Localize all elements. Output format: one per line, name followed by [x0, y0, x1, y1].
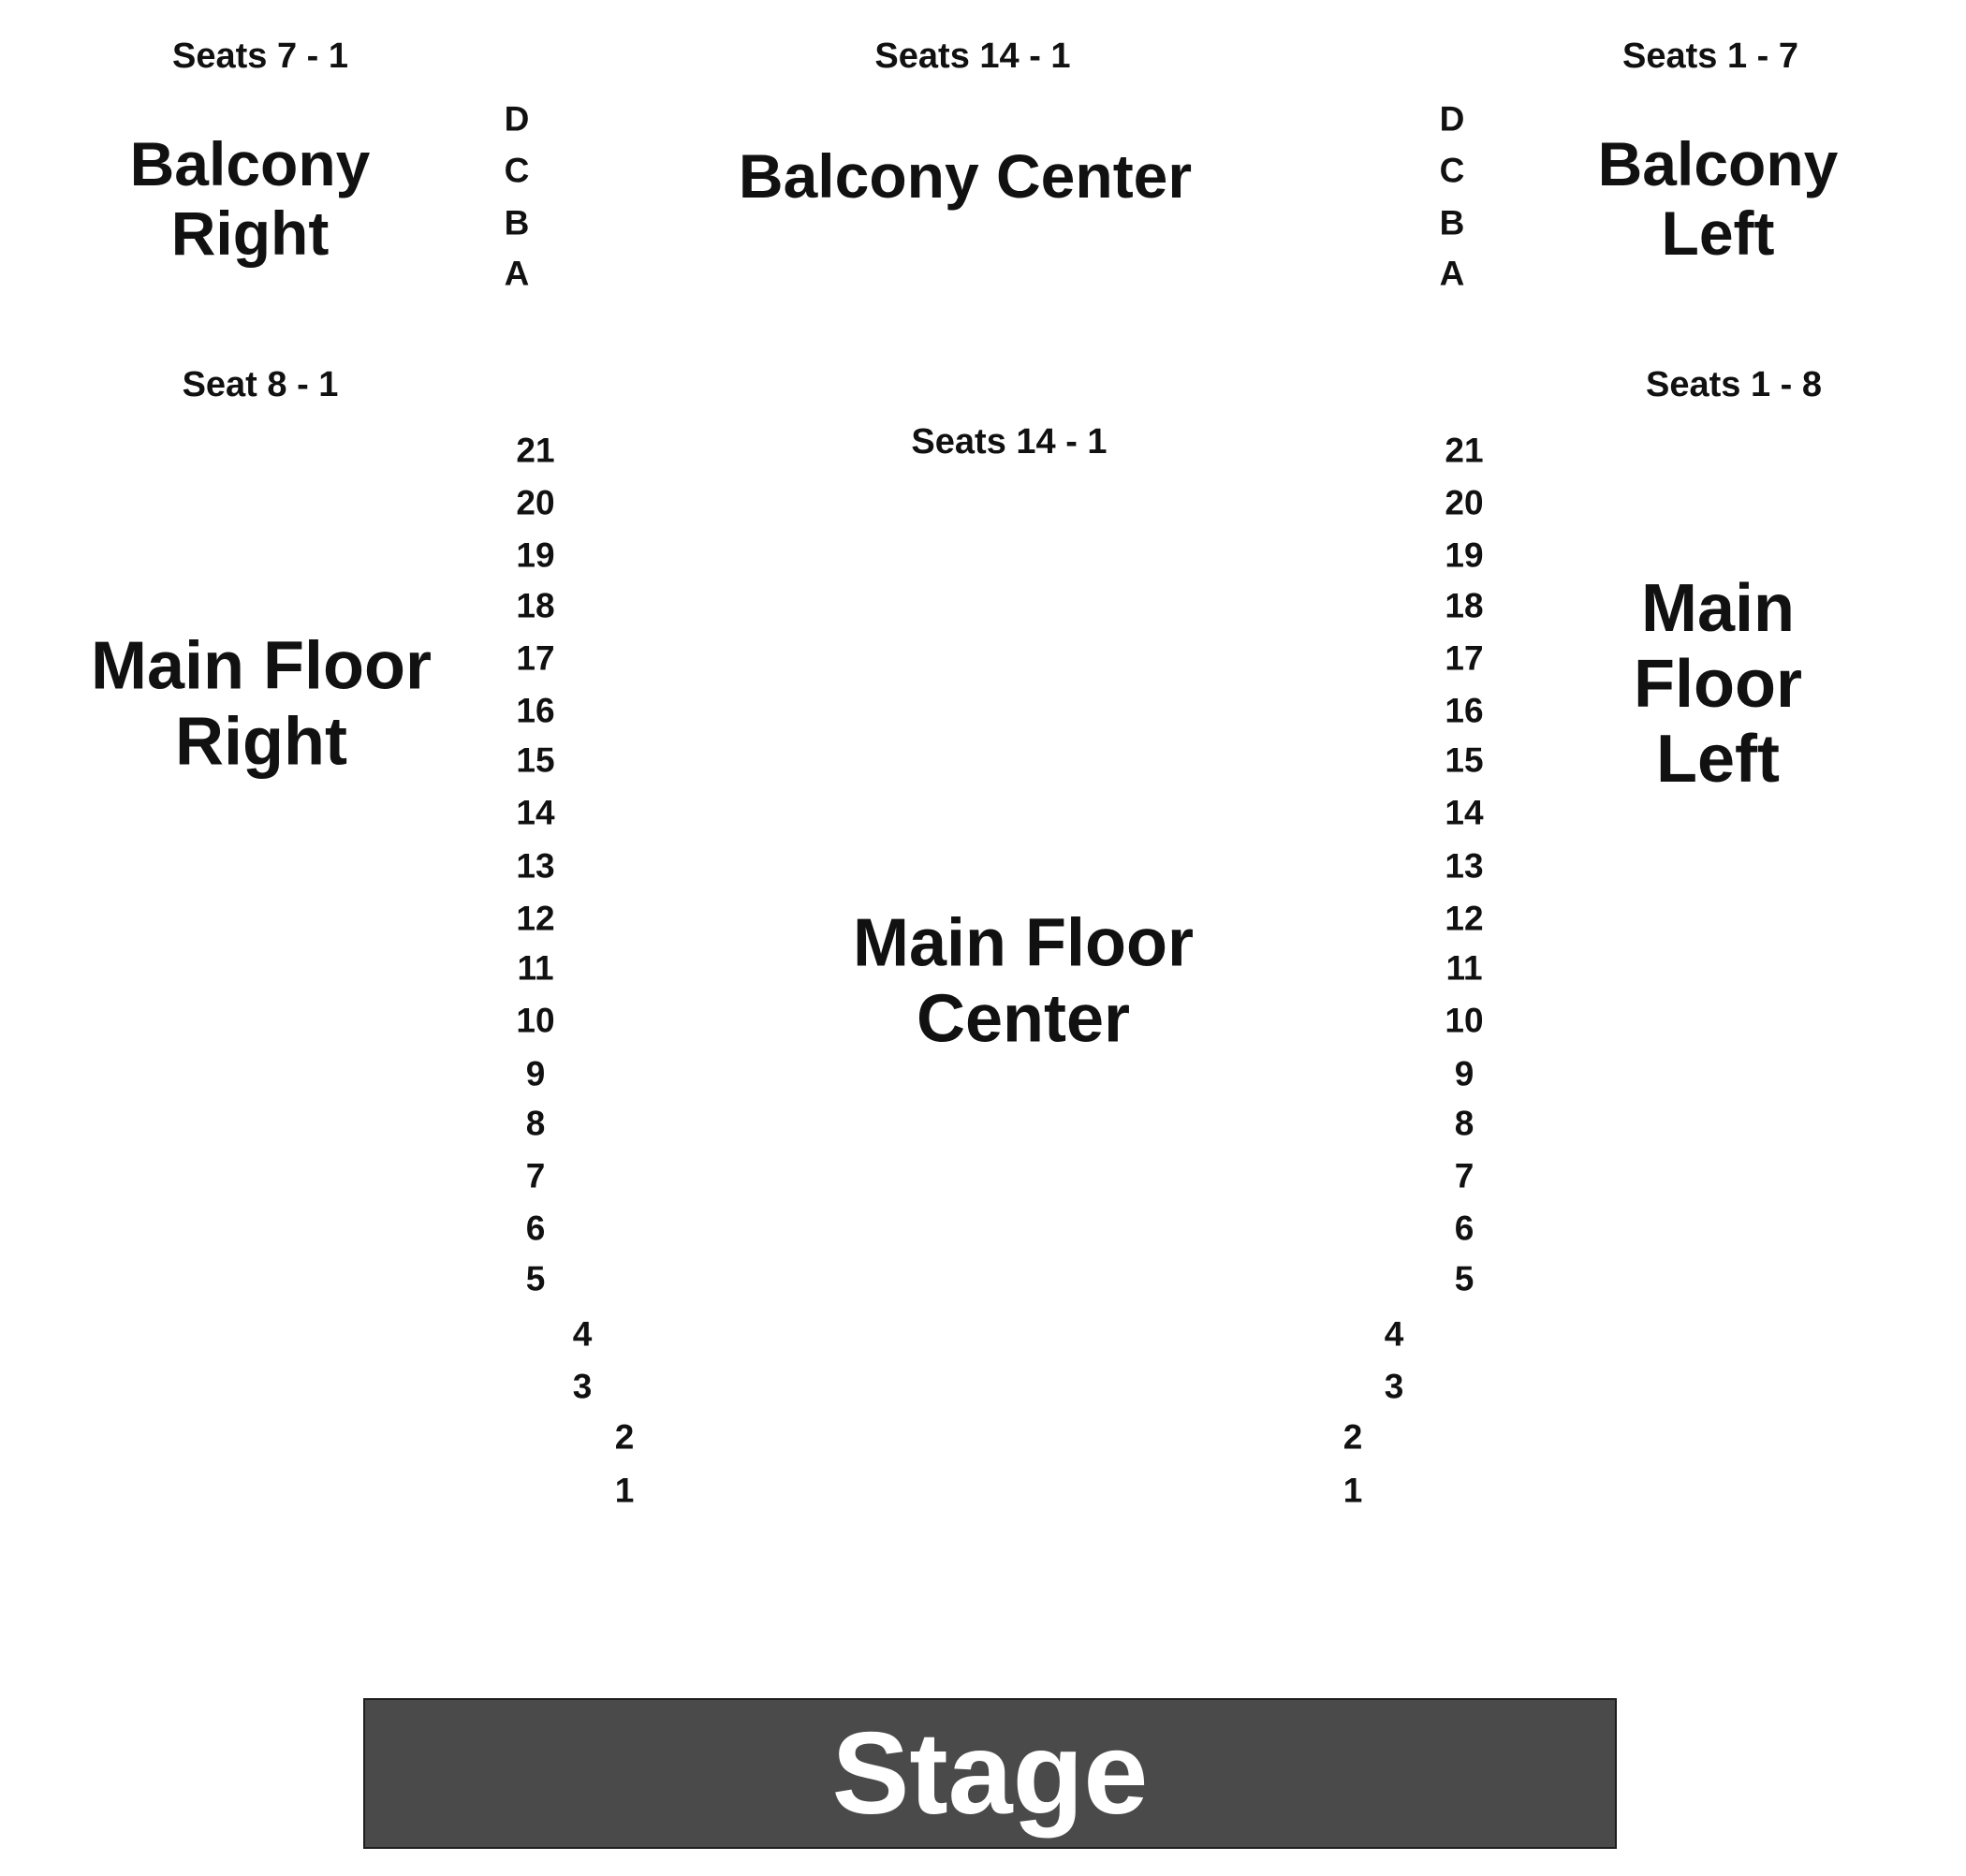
main-left-seat-range: Seats 1 - 8	[1646, 365, 1822, 404]
main-row-label-left: 19	[516, 535, 555, 575]
section-main-floor-center: Main Floor Center	[853, 905, 1194, 1056]
main-row-label-right: 4	[1384, 1314, 1404, 1354]
main-row-label-left: 21	[516, 431, 555, 470]
main-row-label-right: 19	[1445, 535, 1484, 575]
main-row-label-left: 17	[516, 638, 555, 678]
section-main-floor-right: Main Floor Right	[91, 628, 432, 779]
balcony-row-label-right: D	[1439, 99, 1465, 139]
balcony-row-label-left: A	[504, 254, 530, 293]
balcony-row-label-right: A	[1439, 254, 1465, 293]
section-balcony-left: Balcony Left	[1597, 129, 1839, 268]
main-row-label-right: 3	[1384, 1367, 1404, 1406]
main-row-label-right: 11	[1445, 948, 1483, 988]
main-row-label-right: 2	[1342, 1417, 1363, 1457]
main-row-label-left: 14	[516, 793, 555, 832]
main-row-label-right: 12	[1445, 899, 1484, 938]
main-row-label-left: 9	[525, 1054, 546, 1093]
main-row-label-left: 3	[572, 1367, 593, 1406]
main-row-label-right: 7	[1454, 1156, 1474, 1195]
main-row-label-right: 8	[1454, 1104, 1474, 1143]
balcony-right-seat-range: Seats 7 - 1	[172, 37, 348, 76]
main-row-label-left: 6	[525, 1209, 546, 1248]
main-row-label-right: 13	[1445, 846, 1484, 886]
main-row-label-left: 7	[525, 1156, 546, 1195]
main-row-label-right: 16	[1445, 691, 1484, 730]
main-row-label-left: 15	[516, 740, 555, 780]
main-row-label-left: 4	[572, 1314, 593, 1354]
balcony-row-label-right: B	[1439, 203, 1465, 242]
balcony-row-label-left: D	[504, 99, 530, 139]
main-row-label-right: 5	[1454, 1259, 1474, 1298]
main-row-label-right: 14	[1445, 793, 1484, 832]
balcony-row-label-right: C	[1439, 151, 1465, 190]
main-center-seat-range: Seats 14 - 1	[911, 422, 1108, 462]
main-row-label-right: 1	[1342, 1471, 1363, 1510]
main-row-label-left: 5	[525, 1259, 546, 1298]
main-row-label-left: 18	[516, 586, 555, 625]
main-row-label-right: 18	[1445, 586, 1484, 625]
balcony-left-seat-range: Seats 1 - 7	[1622, 37, 1798, 76]
balcony-row-label-left: B	[504, 203, 530, 242]
main-row-label-left: 8	[525, 1104, 546, 1143]
section-balcony-right: Balcony Right	[129, 129, 371, 268]
balcony-center-seat-range: Seats 14 - 1	[874, 37, 1071, 76]
section-balcony-center: Balcony Center	[738, 141, 1193, 212]
main-row-label-left: 1	[614, 1471, 635, 1510]
main-row-label-left: 20	[516, 483, 555, 522]
main-row-label-left: 13	[516, 846, 555, 886]
main-row-label-left: 2	[614, 1417, 635, 1457]
main-row-label-left: 16	[516, 691, 555, 730]
main-row-label-right: 10	[1445, 1001, 1484, 1040]
main-row-label-right: 20	[1445, 483, 1484, 522]
main-row-label-right: 17	[1445, 638, 1484, 678]
main-row-label-left: 10	[516, 1001, 555, 1040]
main-row-label-left: 11	[517, 948, 554, 988]
stage: Stage	[363, 1698, 1617, 1849]
main-right-seat-range: Seat 8 - 1	[182, 365, 339, 404]
section-main-floor-left: Main Floor Left	[1634, 571, 1802, 798]
main-row-label-right: 6	[1454, 1209, 1474, 1248]
main-row-label-right: 15	[1445, 740, 1484, 780]
main-row-label-right: 9	[1454, 1054, 1474, 1093]
stage-label: Stage	[831, 1708, 1149, 1839]
main-row-label-right: 21	[1445, 431, 1484, 470]
balcony-row-label-left: C	[504, 151, 530, 190]
main-row-label-left: 12	[516, 899, 555, 938]
